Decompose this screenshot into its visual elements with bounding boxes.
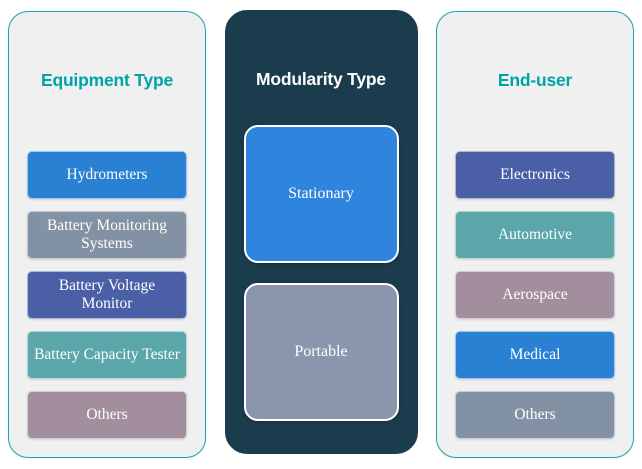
- chip-end-user-others[interactable]: Others: [455, 390, 615, 439]
- panel-title-modularity-type: Modularity Type: [256, 69, 386, 89]
- chip-equipment-others[interactable]: Others: [27, 390, 187, 439]
- chip-hydrometers[interactable]: Hydrometers: [27, 150, 187, 199]
- item-list-end-user: Electronics Automotive Aerospace Medical…: [437, 150, 633, 439]
- panel-end-user: End-user Electronics Automotive Aerospac…: [436, 11, 634, 458]
- panel-title-end-user: End-user: [497, 70, 573, 90]
- chip-automotive[interactable]: Automotive: [455, 210, 615, 259]
- item-list-modularity-type: Stationary Portable: [226, 124, 417, 421]
- chip-portable[interactable]: Portable: [243, 282, 399, 421]
- item-list-equipment-type: Hydrometers Battery Monitoring Systems B…: [9, 150, 205, 439]
- chip-battery-monitoring-systems[interactable]: Battery Monitoring Systems: [27, 210, 187, 259]
- chip-battery-voltage-monitor[interactable]: Battery Voltage Monitor: [27, 270, 187, 319]
- chip-aerospace[interactable]: Aerospace: [455, 270, 615, 319]
- panel-title-equipment-type: Equipment Type: [40, 70, 174, 90]
- chip-electronics[interactable]: Electronics: [455, 150, 615, 199]
- chip-medical[interactable]: Medical: [455, 330, 615, 379]
- panel-equipment-type: Equipment Type Hydrometers Battery Monit…: [8, 11, 206, 458]
- panel-modularity-type: Modularity Type Stationary Portable: [224, 10, 418, 454]
- chip-battery-capacity-tester[interactable]: Battery Capacity Tester: [27, 330, 187, 379]
- chip-stationary[interactable]: Stationary: [243, 124, 399, 263]
